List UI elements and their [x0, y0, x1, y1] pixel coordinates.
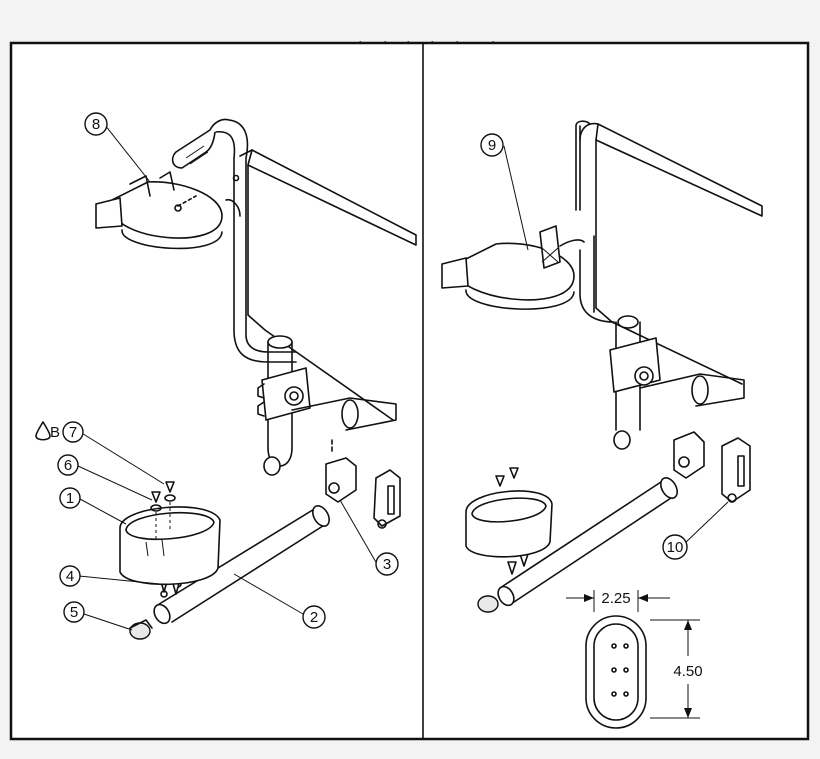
- clamp-plate-right: [721, 437, 751, 503]
- callout-10: 10: [662, 534, 688, 560]
- backrest-post-right: [575, 120, 591, 211]
- mount-hole: [232, 174, 240, 182]
- top-edge-marks: [359, 40, 495, 45]
- end-cap: [129, 622, 151, 640]
- cross-tube: [155, 507, 327, 623]
- washer-7: [164, 494, 176, 502]
- svg-text:8: 8: [92, 116, 100, 133]
- callout-9: 9: [480, 133, 504, 157]
- callout-8: 8: [84, 112, 108, 136]
- adhesive-symbol: B: [35, 421, 60, 441]
- seat-panel-top-right: [595, 123, 763, 217]
- tube-clamp: [325, 457, 357, 503]
- clamp-plate: [373, 469, 401, 527]
- svg-text:3: 3: [383, 556, 391, 573]
- callout-5: 5: [63, 601, 85, 623]
- svg-text:1: 1: [66, 490, 74, 507]
- svg-text:7: 7: [69, 424, 77, 441]
- callout-1: 1: [59, 487, 81, 509]
- bottle-strap: [111, 181, 223, 239]
- backrest-post: [228, 119, 297, 353]
- strap-buckle: [95, 197, 123, 229]
- cup-holder: [119, 506, 221, 586]
- svg-text:B: B: [50, 424, 60, 441]
- width-dimension: 2.25: [566, 590, 670, 612]
- drop-icon: [35, 421, 51, 441]
- svg-text:10: 10: [667, 539, 684, 556]
- callout-2: 2: [302, 605, 326, 629]
- end-cap-right: [477, 595, 499, 613]
- svg-text:4: 4: [66, 568, 74, 585]
- cross-tube-right: [499, 479, 675, 603]
- seat-panel-side: [247, 164, 394, 421]
- svg-text:5: 5: [70, 604, 78, 621]
- push-handle: [171, 118, 230, 169]
- right-panel: 2.25 4.50: [441, 120, 763, 729]
- frame-rail: [291, 397, 397, 431]
- callout-7: 7: [62, 421, 84, 443]
- cup-holder-top-view: [585, 615, 647, 729]
- washer-6: [150, 504, 162, 512]
- svg-text:6: 6: [64, 457, 72, 474]
- callout-3: 3: [375, 552, 399, 576]
- svg-text:4.50: 4.50: [673, 663, 702, 680]
- seat-panel-top: [247, 149, 417, 246]
- svg-text:2: 2: [310, 609, 318, 626]
- height-dimension: 4.50: [650, 619, 703, 719]
- cup-holder-right: [465, 490, 553, 558]
- callout-4: 4: [59, 565, 81, 587]
- svg-text:9: 9: [488, 137, 496, 154]
- svg-text:2.25: 2.25: [601, 590, 630, 607]
- callout-6: 6: [57, 454, 79, 476]
- left-panel: [77, 118, 417, 640]
